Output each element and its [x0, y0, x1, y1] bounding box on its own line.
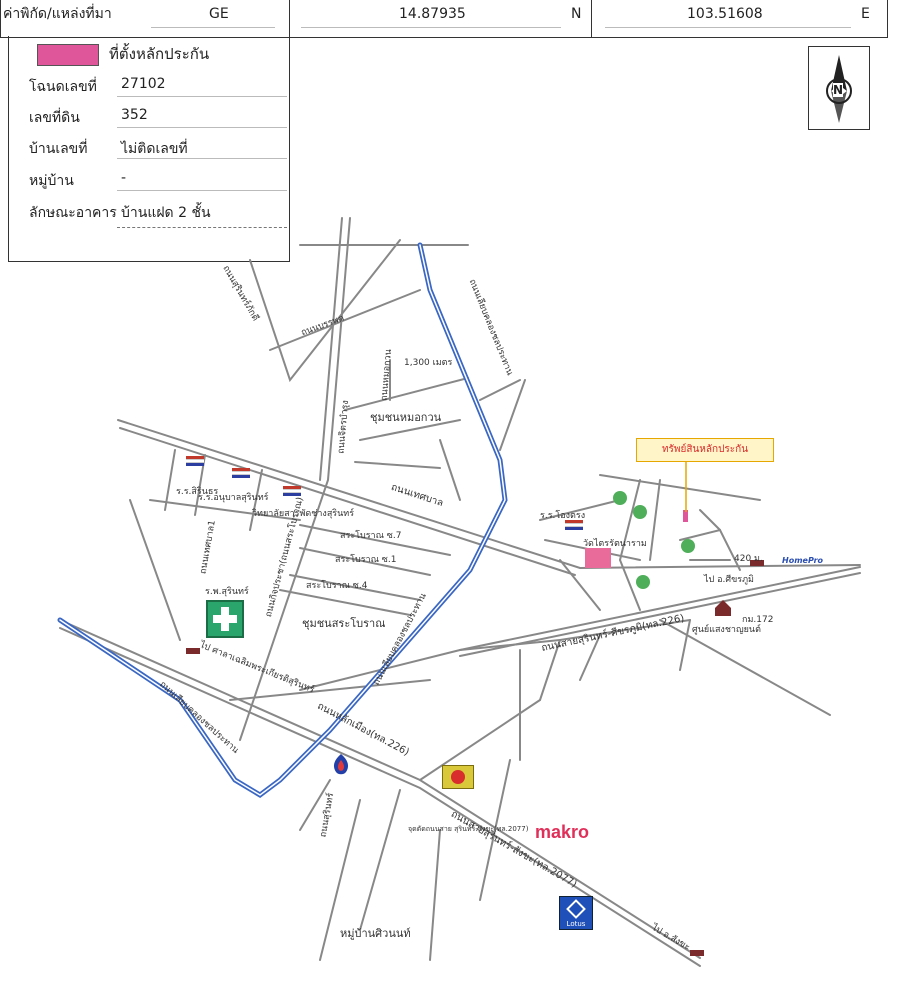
- label-soi-7: สระโบราณ ซ.7: [340, 531, 402, 541]
- bigc-logo: [442, 765, 474, 789]
- building-type-label: ลักษณะอาคาร: [29, 205, 117, 221]
- row-underline: [117, 190, 287, 191]
- divider: [289, 0, 290, 38]
- label-junction-note: จุดตัดถนนสาย สุรินทร์-สังขะ(ทล.2077): [408, 825, 529, 833]
- label-school-sirin: ร.ร.สิรินธร: [176, 487, 219, 497]
- label-soi-1: สระโบราณ ซ.1: [335, 555, 397, 565]
- lotus-text: Lotus: [566, 920, 586, 928]
- label-distance-1300: 1,300 เมตร: [404, 358, 453, 368]
- compass-letter: N: [833, 83, 844, 97]
- gas-station-icon: [328, 752, 354, 776]
- longitude-value: 103.51608: [687, 6, 763, 22]
- deed-label: โฉนดเลขที่: [29, 79, 97, 95]
- homepro-logo: HomePro: [782, 556, 824, 565]
- house-no-label: บ้านเลขที่: [29, 141, 88, 157]
- temple-icon: [585, 548, 611, 568]
- label-distance-420: 420 ม.: [734, 554, 763, 564]
- village-label: หมู่บ้าน: [29, 173, 74, 189]
- road-thesabarn: [117, 419, 861, 570]
- label-community-mokwan: ชุมชนหมอกวน: [370, 411, 442, 424]
- collateral-callout: ทรัพย์สินหลักประกัน: [636, 438, 774, 462]
- flag-icon: [565, 520, 583, 530]
- tree-icon: [633, 505, 647, 519]
- lat-direction: N: [571, 6, 582, 22]
- tree-icon: [681, 539, 695, 553]
- house-no-value: ไม่ติดเลขที่: [121, 141, 188, 157]
- road-surin-sikhoraphum: [459, 566, 861, 651]
- latitude-value: 14.87935: [399, 6, 466, 22]
- label-shop: ศูนย์แสงชาญยนต์: [692, 625, 761, 635]
- legend-label: ที่ตั้งหลักประกัน: [109, 45, 210, 63]
- hospital-icon: [206, 600, 244, 638]
- coordinate-bar: ค่าพิกัด/แหล่งที่มา GE 14.87935 N 103.51…: [0, 0, 888, 38]
- label-to-sikhoraphum: ไป อ.ศีขรภูมิ: [704, 575, 754, 585]
- source-value: GE: [209, 6, 229, 22]
- tree-icon: [636, 575, 650, 589]
- village-value: -: [121, 170, 127, 186]
- lat-underline: [301, 27, 561, 28]
- row-underline: [117, 158, 287, 159]
- deed-value: 27102: [121, 76, 166, 92]
- label-km172: กม.172: [742, 615, 774, 625]
- lon-direction: E: [861, 6, 870, 22]
- row-underline: [117, 96, 287, 97]
- makro-logo: makro: [535, 822, 590, 842]
- property-info-box: ที่ตั้งหลักประกัน โฉนดเลขที่ 27102 เลขที…: [8, 36, 290, 262]
- land-no-label: เลขที่ดิน: [29, 110, 80, 126]
- flag-icon: [232, 468, 250, 478]
- coord-label: ค่าพิกัด/แหล่งที่มา: [3, 6, 112, 22]
- flag-icon: [186, 456, 204, 466]
- divider: [591, 0, 592, 38]
- lon-underline: [605, 27, 851, 28]
- north-compass: N: [808, 46, 870, 130]
- label-temple: วัดไตรรัตนาราม: [583, 539, 647, 549]
- compass-arrow-icon: [826, 55, 852, 123]
- label-soi-4: สระโบราณ ซ.4: [306, 581, 368, 591]
- label-hospital: ร.พ.สุรินทร์: [205, 587, 249, 597]
- label-community-sabo: ชุมชนสระโบราณ: [302, 617, 386, 630]
- property-marker: [683, 510, 688, 522]
- tree-icon: [613, 491, 627, 505]
- label-college: วิทยาลัยสารพัดช่างสุรินทร์: [252, 509, 355, 519]
- shop-icon: [715, 600, 731, 616]
- legend-swatch: [37, 44, 99, 66]
- flag-icon: [283, 486, 301, 496]
- row-underline: [117, 127, 287, 128]
- land-no-value: 352: [121, 107, 148, 123]
- row-underline: [117, 227, 287, 228]
- source-underline: [151, 27, 275, 28]
- label-village-siwanon: หมู่บ้านศิวนนท์: [340, 927, 411, 940]
- building-type-value: บ้านแฝด 2 ชั้น: [121, 205, 211, 221]
- lotus-logo: Lotus: [559, 896, 593, 930]
- road-kijprachar: [239, 217, 351, 741]
- label-school-anuban: ร.ร.อนุบาลสุรินทร์: [198, 493, 269, 503]
- irrigation-canal: [57, 242, 508, 799]
- label-school-ongtrang: ร.ร.โองตรง: [540, 511, 586, 521]
